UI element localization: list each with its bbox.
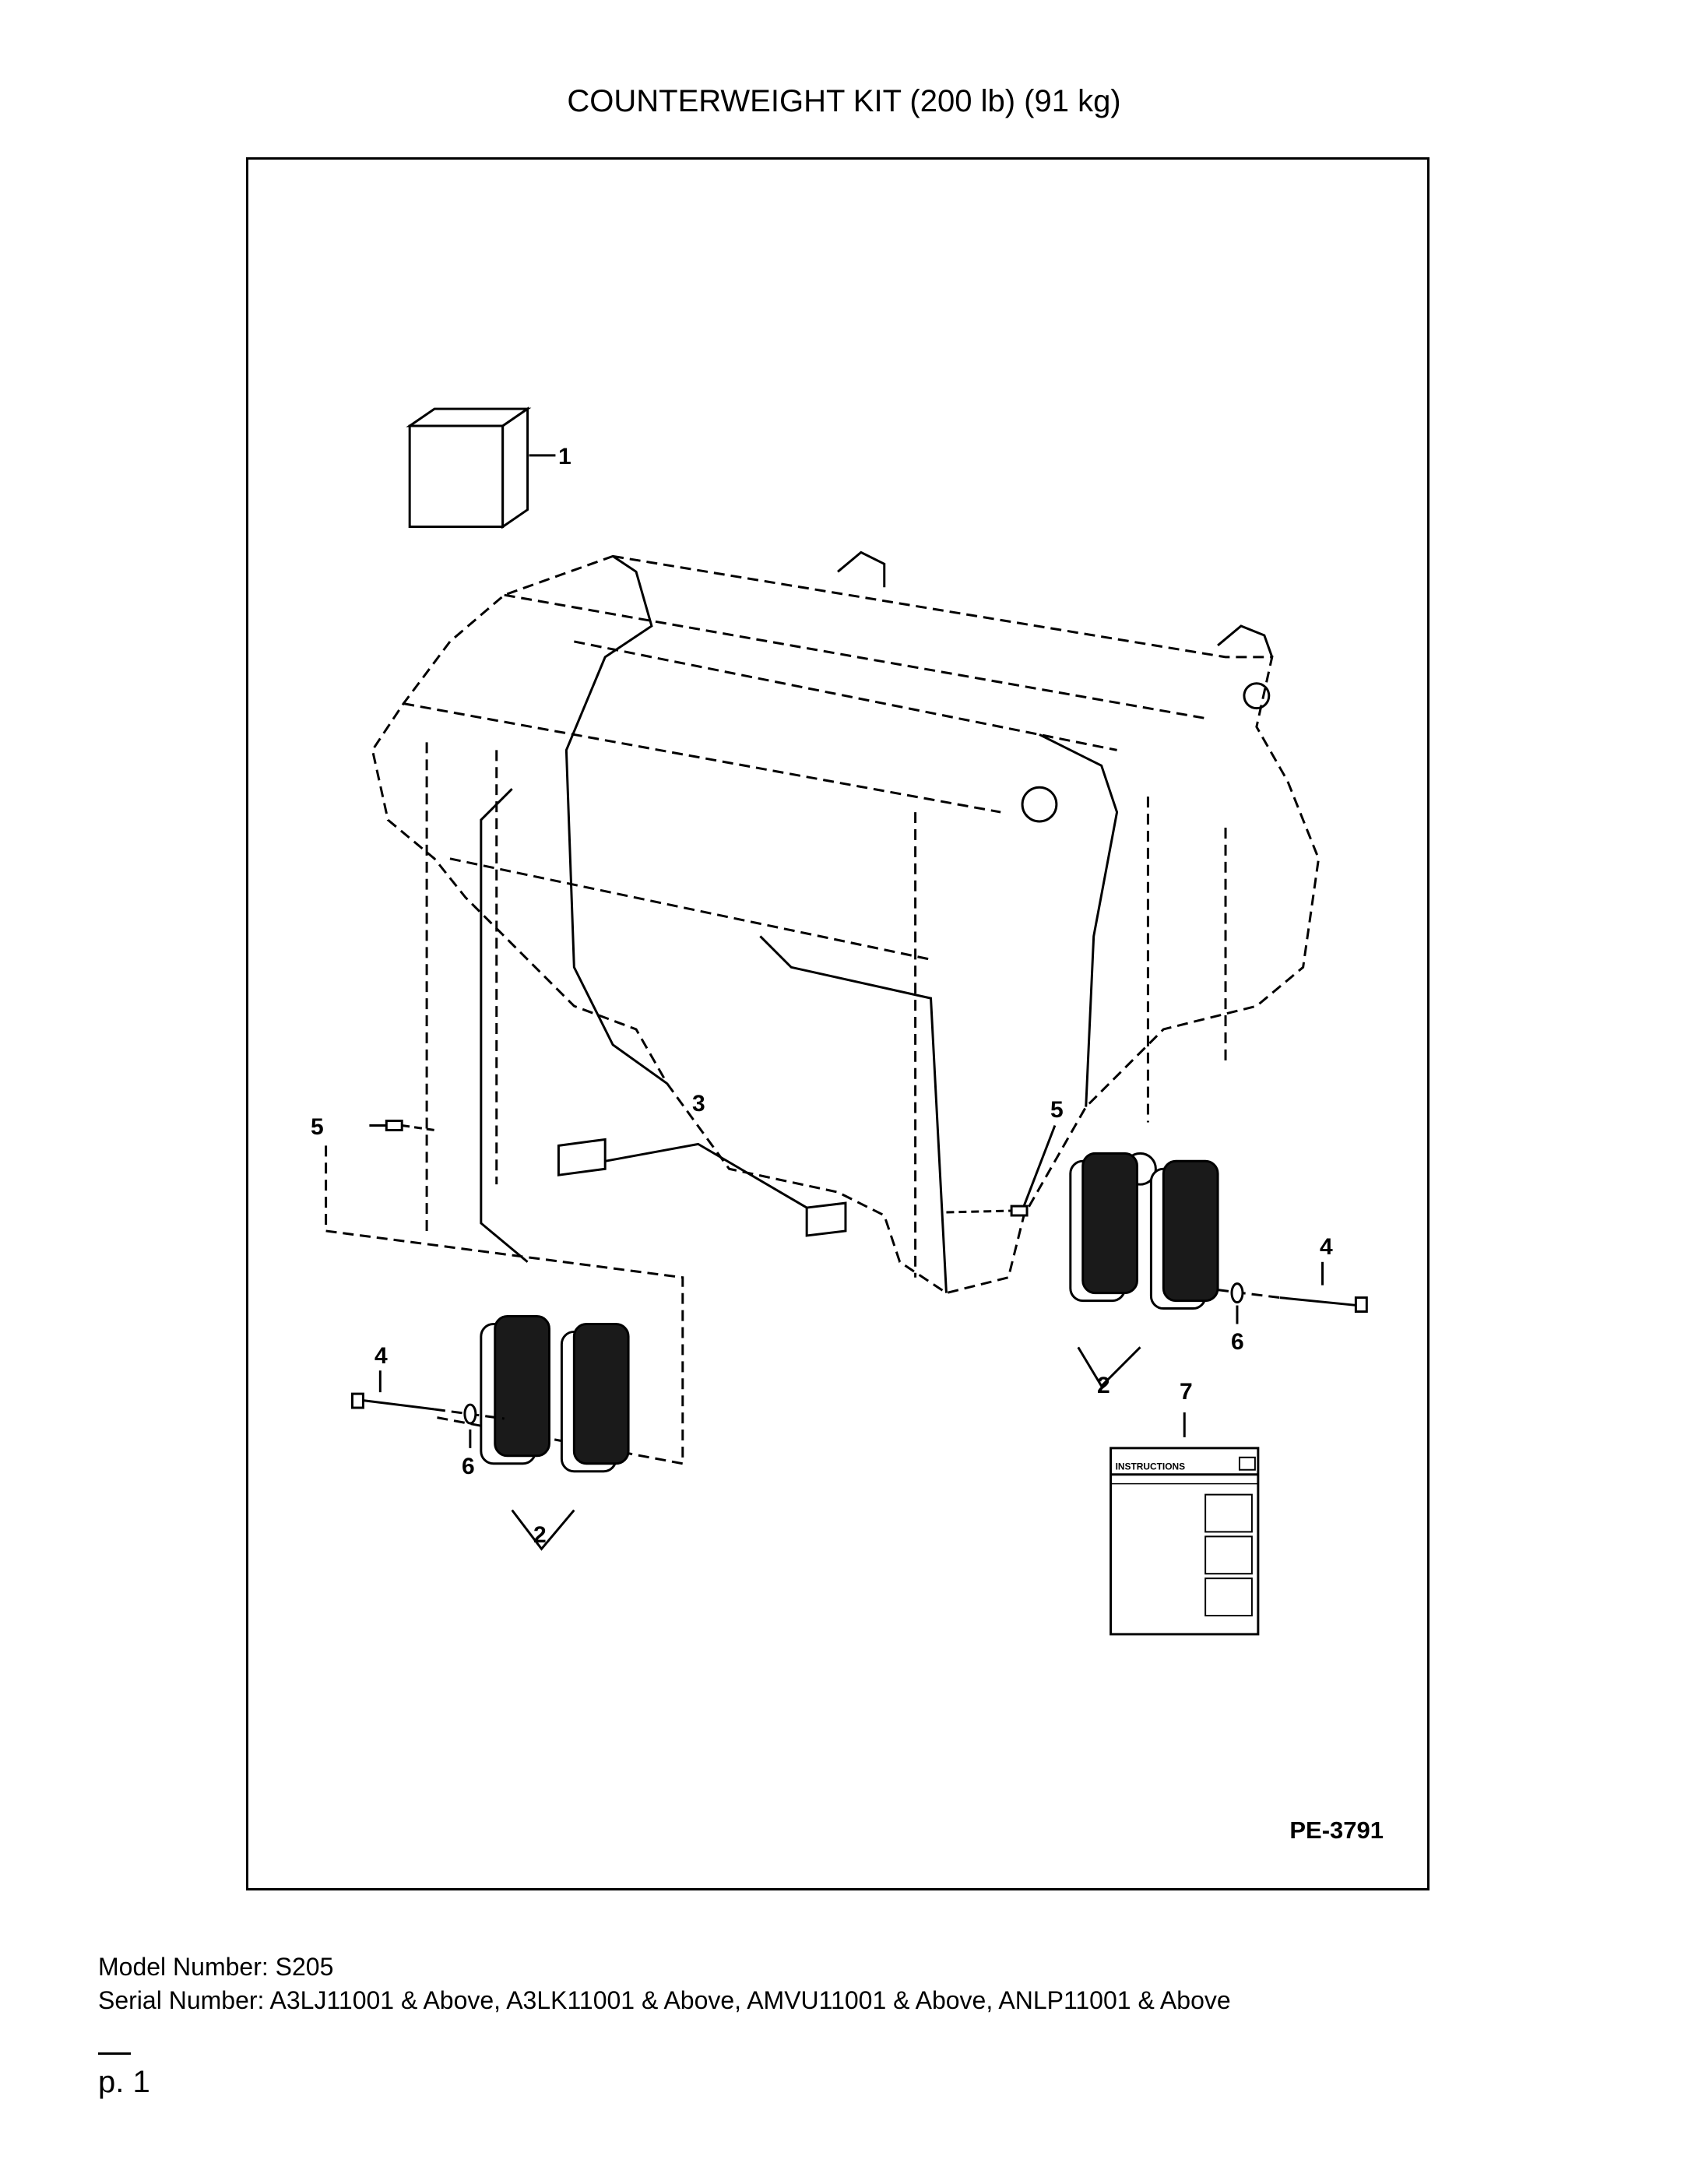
callout-1: 1	[558, 444, 571, 470]
serial-number: Serial Number: A3LJ11001 & Above, A3LK11…	[98, 1986, 1231, 2014]
exploded-parts-drawing: INSTRUCTIONS	[325, 406, 1368, 1636]
model-number: Model Number: S205	[98, 1953, 334, 1981]
bolt-right-illustration	[1217, 1261, 1368, 1314]
pin-left-illustration	[369, 1120, 435, 1131]
counterweight-right-pair-illustration	[1069, 1152, 1219, 1388]
callout-6-left: 6	[462, 1454, 475, 1479]
callout-4-left: 4	[375, 1343, 388, 1369]
footer-rule	[98, 2052, 131, 2055]
counterweight-left-pair-illustration	[480, 1315, 630, 1551]
assembly-dashed-outline	[325, 1145, 684, 1465]
loader-frame-illustration	[371, 554, 1321, 1295]
callout-5-left: 5	[311, 1114, 324, 1140]
page-title: COUNTERWEIGHT KIT (200 lb) (91 kg)	[567, 84, 1121, 118]
loader-frame-solid-edges	[480, 550, 1274, 1293]
callout-7: 7	[1180, 1379, 1193, 1405]
callout-3: 3	[692, 1091, 705, 1117]
callout-2-left: 2	[533, 1522, 547, 1548]
instructions-sheet-label: INSTRUCTIONS	[1116, 1461, 1186, 1472]
callout-6-right: 6	[1231, 1329, 1244, 1355]
callout-4-right: 4	[1320, 1234, 1333, 1260]
page-number: p. 1	[98, 2065, 150, 2099]
washer-illustration	[463, 1282, 1244, 1448]
bracket-illustration	[557, 1138, 847, 1237]
pin-right-illustration	[946, 1124, 1057, 1217]
callout-2-right: 2	[1097, 1373, 1110, 1398]
instructions-sheet-illustration	[1110, 1412, 1260, 1636]
figure-frame: INSTRUCTIONS 1 2 2 3 4 4 5 5 6 6 7 PE-37…	[246, 157, 1430, 1890]
figure-id-label: PE-3791	[1289, 1816, 1384, 1844]
callout-5-right: 5	[1050, 1097, 1064, 1123]
kit-box-illustration	[406, 406, 556, 529]
